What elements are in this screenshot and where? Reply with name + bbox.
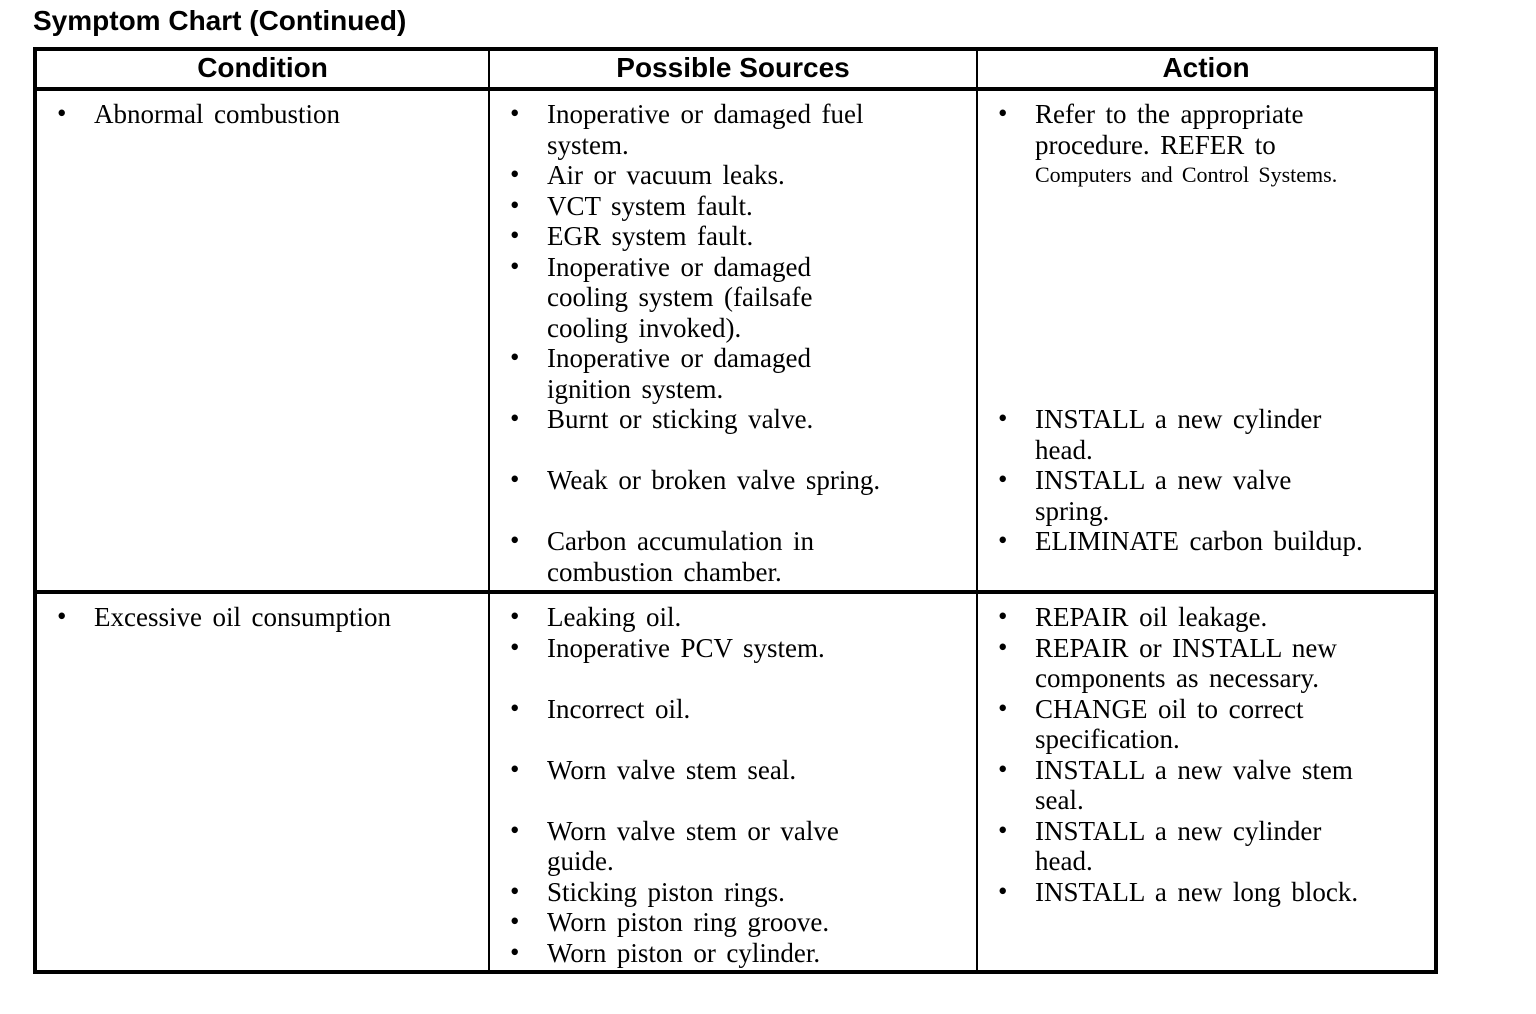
table-header-row: Condition Possible Sources Action: [34, 47, 1437, 91]
list-item: REPAIR oil leakage.: [978, 601, 1426, 633]
table-row: Abnormal combustionInoperative or damage…: [34, 87, 1437, 594]
list-item: VCT system fault.: [490, 190, 968, 222]
document-page: Symptom Chart (Continued) Condition Poss…: [0, 0, 1536, 974]
column-header-condition: Condition: [34, 47, 490, 91]
list-item: INSTALL a new long block.: [978, 876, 1426, 908]
condition-cell: Excessive oil consumption: [34, 590, 490, 974]
list-item: Sticking piston rings.: [490, 876, 968, 908]
column-header-action: Action: [976, 47, 1437, 91]
list-item: Worn piston ring groove.: [490, 906, 968, 938]
actions-list: Refer to the appropriate procedure. REFE…: [978, 98, 1426, 557]
page-title: Symptom Chart (Continued): [33, 5, 407, 36]
action-cell: REPAIR oil leakage.REPAIR or INSTALL new…: [976, 590, 1437, 974]
list-item: Worn piston or cylinder.: [490, 937, 968, 969]
list-item: ELIMINATE carbon buildup.: [978, 525, 1426, 557]
list-item: Inoperative or damaged cooling system (f…: [490, 251, 968, 344]
list-item: Carbon accumulation in combustion chambe…: [490, 525, 968, 587]
actions-list: REPAIR oil leakage.REPAIR or INSTALL new…: [978, 601, 1426, 908]
list-item: INSTALL a new valve stem seal.: [978, 754, 1426, 816]
table-body: Abnormal combustionInoperative or damage…: [34, 87, 1437, 974]
list-item: Excessive oil consumption: [37, 601, 480, 633]
list-item: CHANGE oil to correct specification.: [978, 693, 1426, 755]
possible-sources-cell: Leaking oil.Inoperative PCV system. Incor…: [488, 590, 978, 974]
list-item: EGR system fault.: [490, 220, 968, 252]
table-row: Excessive oil consumption Leaking oil.Ino…: [34, 590, 1437, 974]
condition-list: Excessive oil consumption: [37, 601, 480, 633]
list-item: Inoperative PCV system.: [490, 632, 968, 664]
list-item: Worn valve stem or valve guide.: [490, 815, 968, 877]
sources-list: Inoperative or damaged fuel system.Air o…: [490, 98, 968, 587]
symptom-chart-table: Condition Possible Sources Action Abnorm…: [33, 47, 1438, 974]
list-item: Leaking oil.: [490, 601, 968, 633]
list-item: Inoperative or damaged fuel system.: [490, 98, 968, 160]
list-item: Inoperative or damaged ignition system.: [490, 342, 968, 404]
reference-text: Computers and Control Systems.: [1035, 162, 1338, 187]
condition-cell: Abnormal combustion: [34, 87, 490, 594]
list-item: INSTALL a new cylinder head.: [978, 403, 1426, 465]
list-item: Worn valve stem seal.: [490, 754, 968, 786]
list-item: Incorrect oil.: [490, 693, 968, 725]
list-item: Abnormal combustion: [37, 98, 480, 130]
sources-list: Leaking oil.Inoperative PCV system. Incor…: [490, 601, 968, 969]
action-cell: Refer to the appropriate procedure. REFE…: [976, 87, 1437, 594]
possible-sources-cell: Inoperative or damaged fuel system.Air o…: [488, 87, 978, 594]
list-item: Refer to the appropriate procedure. REFE…: [978, 98, 1426, 191]
list-item: Air or vacuum leaks.: [490, 159, 968, 191]
list-item: INSTALL a new cylinder head.: [978, 815, 1426, 877]
list-item: Burnt or sticking valve.: [490, 403, 968, 435]
condition-list: Abnormal combustion: [37, 98, 480, 130]
list-item: INSTALL a new valve spring.: [978, 464, 1426, 526]
list-item: Weak or broken valve spring.: [490, 464, 968, 496]
column-header-possible-sources: Possible Sources: [488, 47, 978, 91]
list-item: REPAIR or INSTALL new components as nece…: [978, 632, 1426, 694]
